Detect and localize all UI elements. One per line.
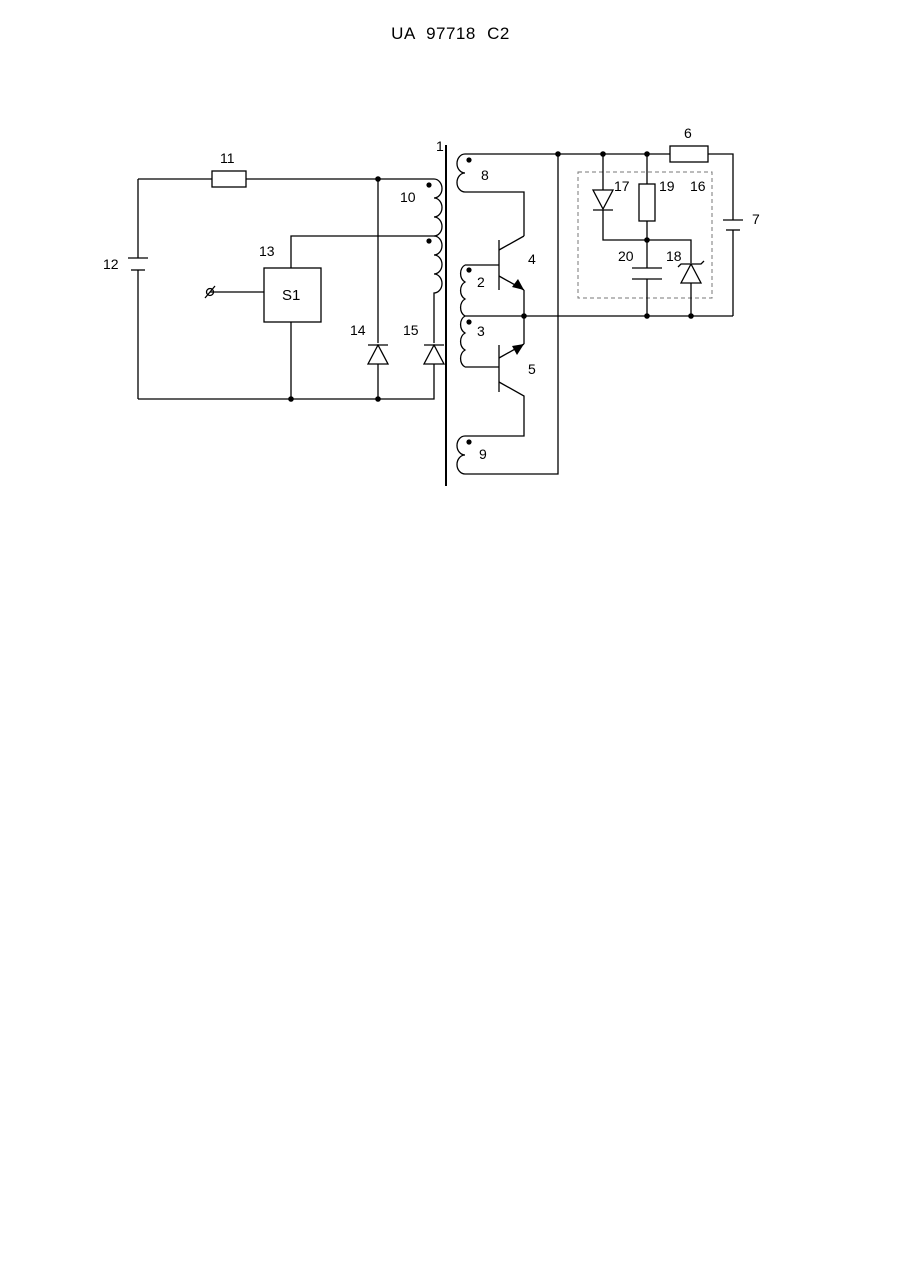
junction-bottom-diode bbox=[375, 396, 381, 402]
label-transistor-5: 5 bbox=[528, 361, 536, 377]
label-diode-17: 17 bbox=[614, 178, 630, 194]
secondary-circuit bbox=[457, 146, 743, 474]
label-transistor-4: 4 bbox=[528, 251, 536, 267]
label-capacitor-20: 20 bbox=[618, 248, 634, 264]
label-winding-3: 3 bbox=[477, 323, 485, 339]
label-switch-13: 13 bbox=[259, 243, 275, 259]
winding-10-lower bbox=[434, 236, 442, 340]
resistor-19 bbox=[639, 184, 655, 221]
resistor-11 bbox=[212, 171, 246, 187]
label-winding-10: 10 bbox=[400, 189, 416, 205]
junction-bottom-switch bbox=[288, 396, 294, 402]
winding-10-upper bbox=[434, 179, 442, 236]
zener-18-triangle bbox=[681, 264, 701, 283]
label-zener-18: 18 bbox=[666, 248, 682, 264]
wire-tap-to-switch bbox=[291, 236, 434, 268]
winding-9 bbox=[457, 436, 465, 474]
winding-2-dot bbox=[466, 267, 471, 272]
label-switch-s1: S1 bbox=[282, 287, 300, 304]
transistor-4-collector bbox=[499, 236, 524, 250]
diode-17-triangle bbox=[593, 190, 613, 209]
junction-647-240 bbox=[644, 237, 650, 243]
winding-10-dot bbox=[426, 182, 431, 187]
junction-603-154 bbox=[600, 151, 606, 157]
winding-10b-dot bbox=[426, 238, 431, 243]
junction-524-316 bbox=[521, 313, 527, 319]
wire-winding-8-to-t4 bbox=[465, 192, 524, 236]
label-winding-2: 2 bbox=[477, 274, 485, 290]
label-block-16: 16 bbox=[690, 178, 706, 194]
winding-8-dot bbox=[466, 157, 471, 162]
component-labels: 1 2 3 4 5 6 7 8 9 10 11 12 13 14 15 16 1… bbox=[103, 125, 760, 462]
label-diode-14: 14 bbox=[350, 322, 366, 338]
resistor-6 bbox=[670, 146, 708, 162]
junction-558-154 bbox=[555, 151, 561, 157]
winding-2 bbox=[461, 265, 465, 316]
diode-14-triangle bbox=[368, 345, 388, 364]
wire-t5-collector-to-winding-9 bbox=[465, 382, 524, 436]
winding-9-dot bbox=[466, 439, 471, 444]
label-diode-15: 15 bbox=[403, 322, 419, 338]
label-core: 1 bbox=[436, 138, 444, 154]
label-resistor-11: 11 bbox=[220, 150, 235, 166]
label-winding-8: 8 bbox=[481, 167, 489, 183]
label-battery-12: 12 bbox=[103, 256, 119, 272]
diode-15-triangle bbox=[424, 345, 444, 364]
winding-3-dot bbox=[466, 319, 471, 324]
wire-bottom-right-return bbox=[465, 154, 558, 474]
label-resistor-6: 6 bbox=[684, 125, 692, 141]
wire-bottom-left bbox=[138, 380, 434, 399]
label-battery-7: 7 bbox=[752, 211, 760, 227]
winding-8 bbox=[457, 154, 465, 192]
label-winding-9: 9 bbox=[479, 446, 487, 462]
label-resistor-19: 19 bbox=[659, 178, 675, 194]
junction-647-316 bbox=[644, 313, 650, 319]
winding-3 bbox=[461, 316, 465, 367]
junction-647-154 bbox=[644, 151, 650, 157]
junction-691-316 bbox=[688, 313, 694, 319]
junction-top-left bbox=[375, 176, 381, 182]
